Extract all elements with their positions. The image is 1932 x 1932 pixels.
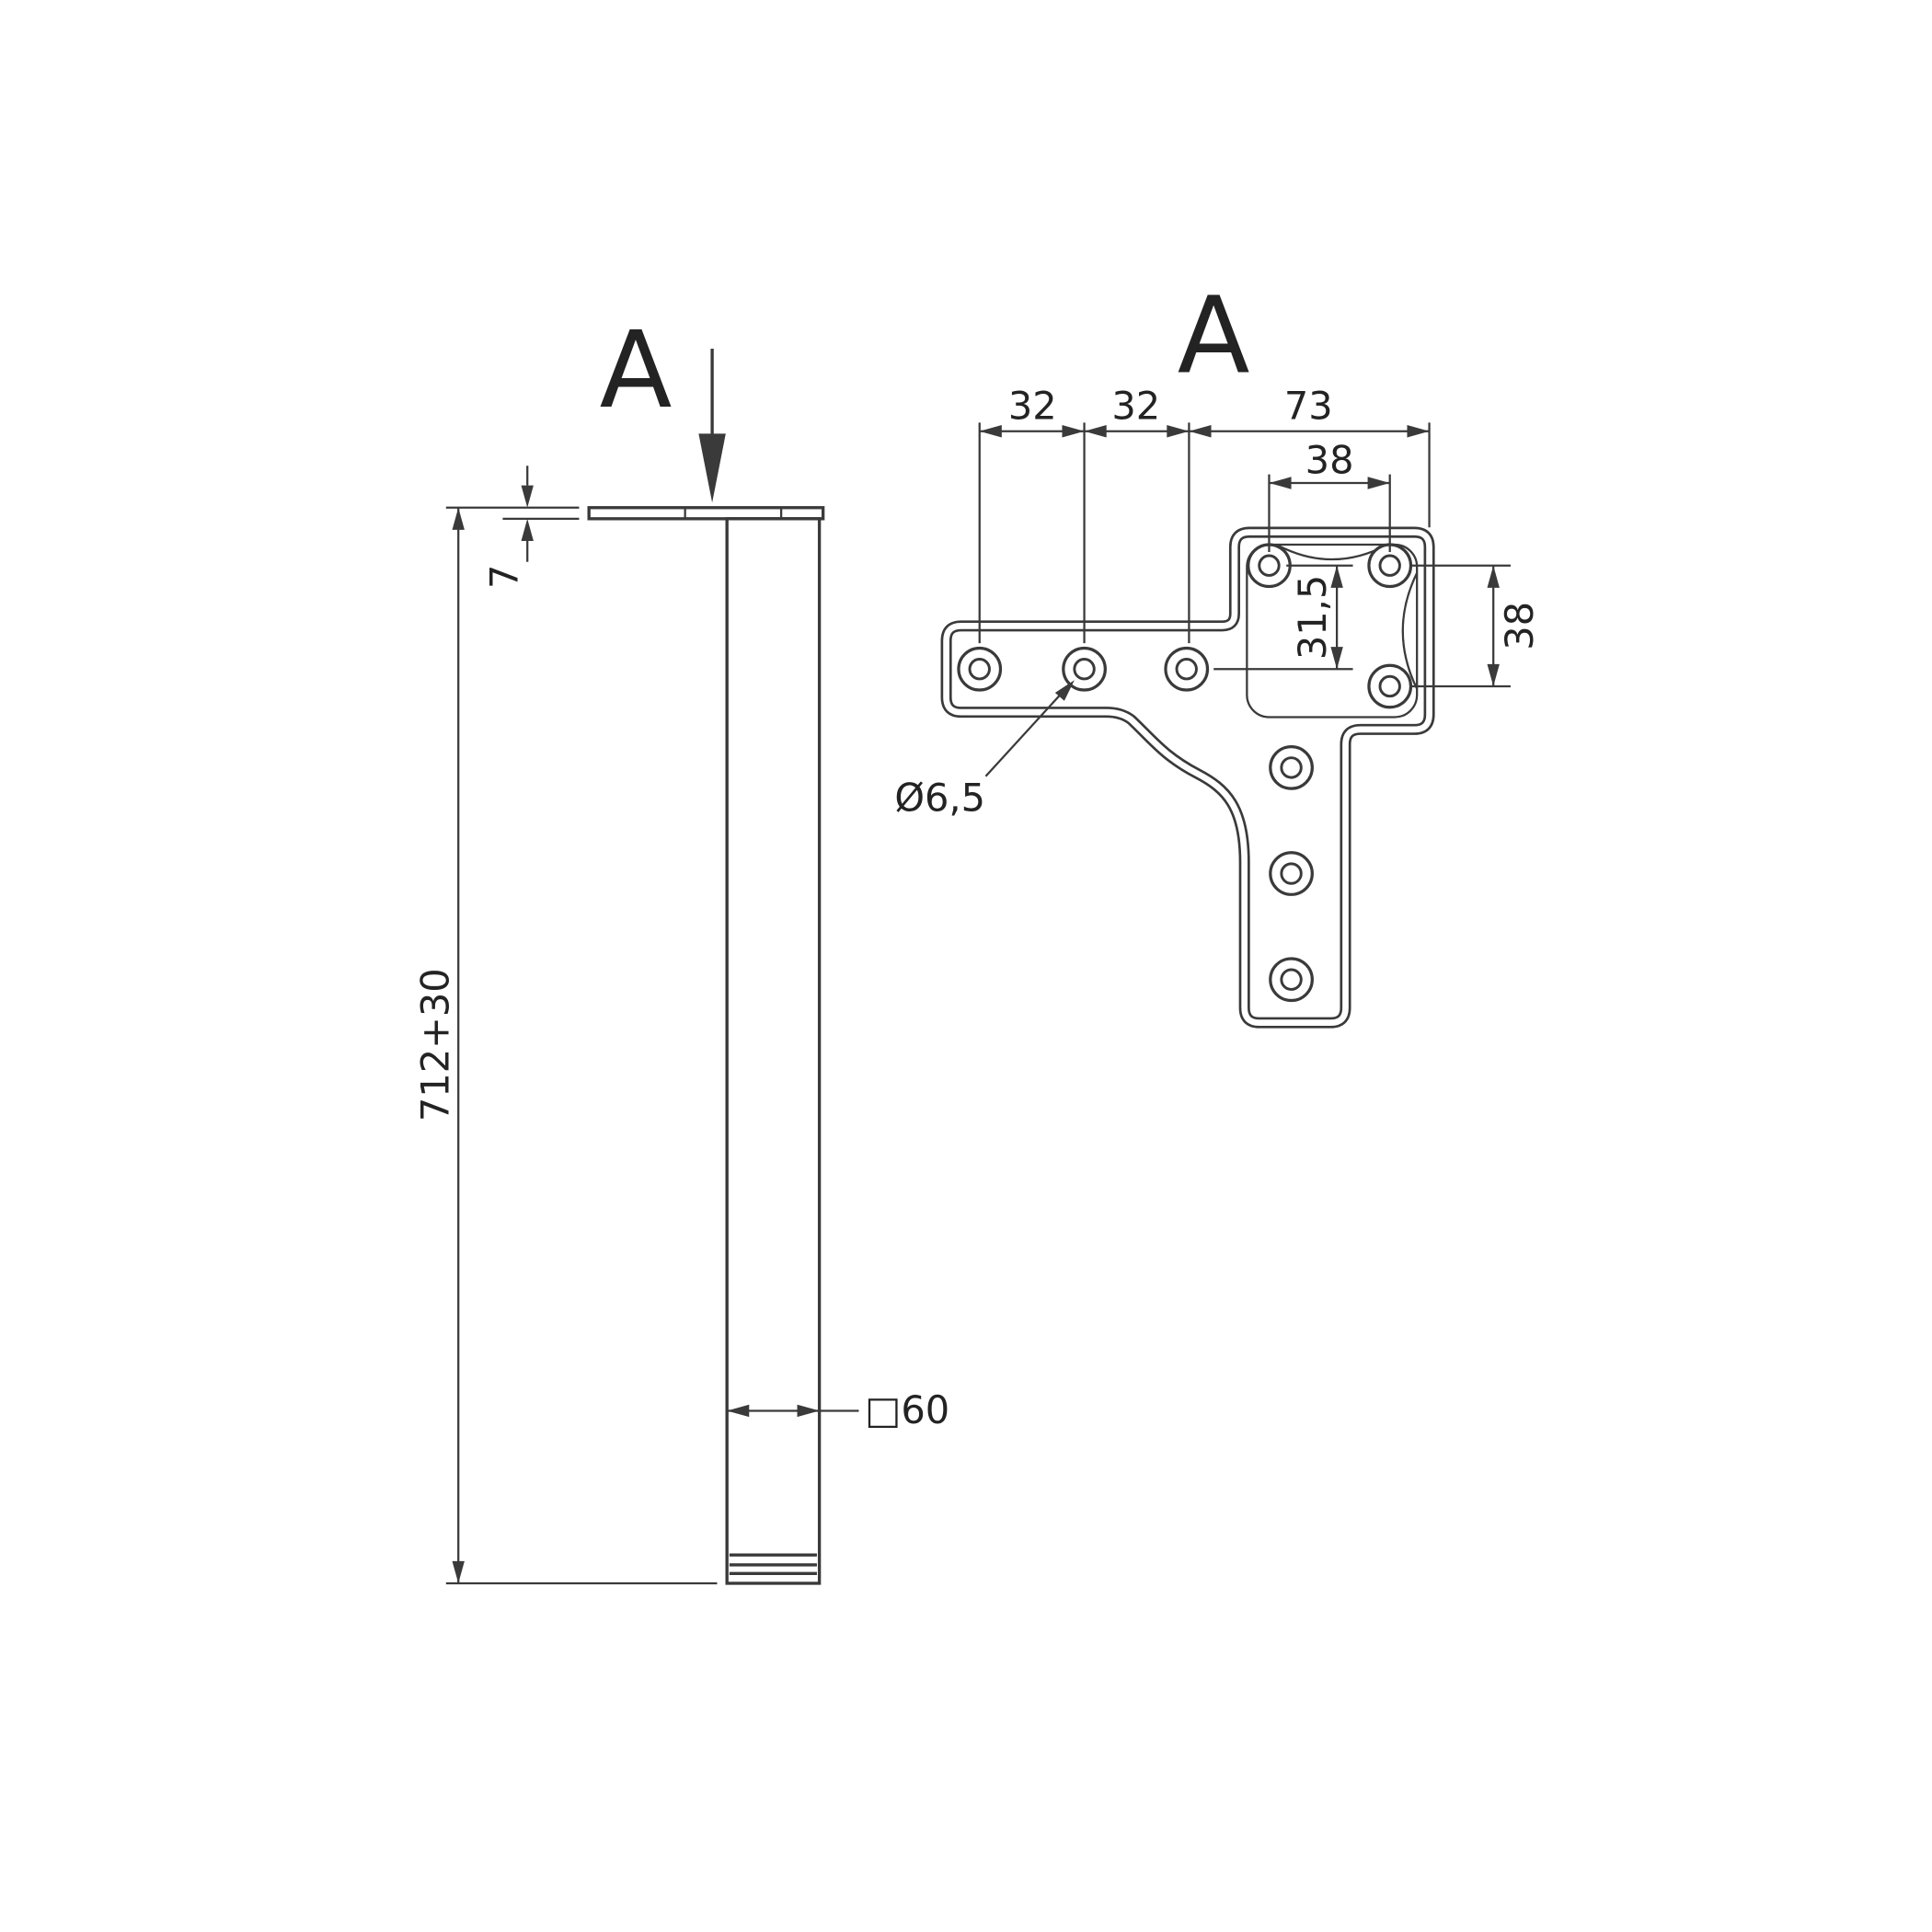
hole-diameter-callout: Ø6,5 <box>894 680 1075 820</box>
hole <box>1269 957 1314 1003</box>
dim-leg-width-label: □60 <box>865 1387 949 1432</box>
hole <box>1367 663 1413 709</box>
dim-vertical-offset: 31,5 <box>1213 564 1353 671</box>
hole <box>957 646 1003 692</box>
hole <box>1062 646 1107 692</box>
leg-outline <box>725 517 822 1585</box>
view-direction-arrow <box>698 349 726 503</box>
dim-plate-thickness: 7 <box>482 466 580 589</box>
hole-diameter-label: Ø6,5 <box>894 775 985 820</box>
dim-left-pitch-label: 32 <box>1008 383 1057 428</box>
screw-holes <box>957 543 1413 1003</box>
dim-top-hole-span-label: 38 <box>1305 437 1354 482</box>
hole <box>1269 744 1314 790</box>
dim-chain-horizontal: 32 32 73 <box>978 383 1431 644</box>
mounting-plate-edge <box>587 506 825 521</box>
dim-mid-pitch-label: 32 <box>1111 383 1160 428</box>
dim-leg-width: □60 <box>727 1387 949 1432</box>
hole <box>1164 646 1210 692</box>
top-view-label: A <box>1178 274 1250 397</box>
dim-height: 712+30 <box>413 506 718 1585</box>
side-view: A 712+30 <box>413 309 949 1585</box>
side-view-label: A <box>600 309 673 432</box>
dim-vertical-offset-label: 31,5 <box>1290 575 1335 660</box>
top-view: A <box>894 274 1542 1029</box>
dim-right-span-label: 73 <box>1284 383 1333 428</box>
dim-top-hole-span: 38 <box>1268 437 1391 552</box>
bracket-outline <box>940 526 1435 1029</box>
hole <box>1269 851 1314 896</box>
dim-height-label: 712+30 <box>413 968 458 1121</box>
foot-rings <box>729 1553 817 1575</box>
dim-plate-thickness-label: 7 <box>482 565 527 589</box>
dim-right-hole-span: 38 <box>1411 564 1542 688</box>
dim-right-hole-span-label: 38 <box>1497 602 1542 650</box>
